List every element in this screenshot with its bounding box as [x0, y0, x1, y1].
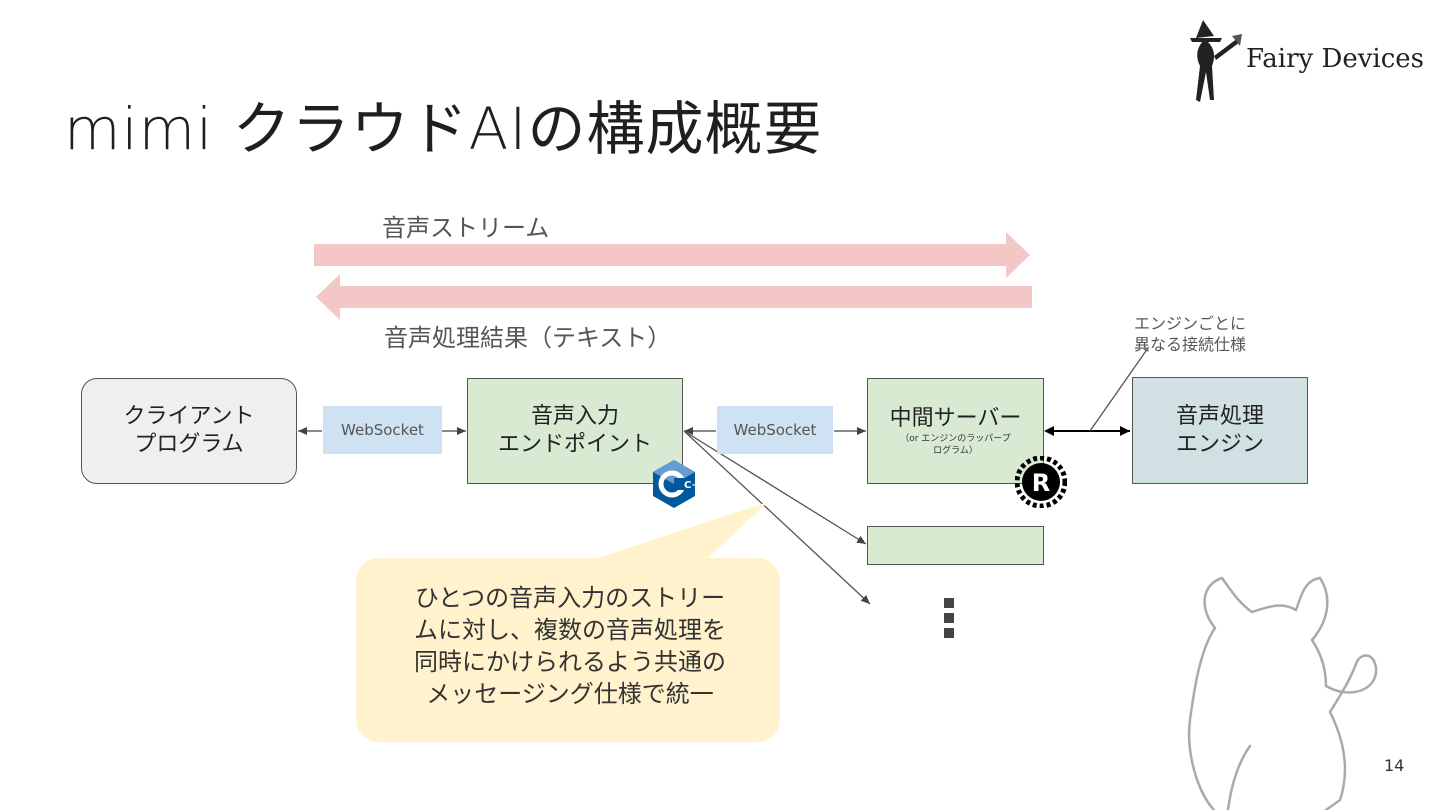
engine-box-line1: 音声処理: [1175, 403, 1264, 429]
callout-text: ひとつの音声入力のストリー ムに対し、複数の音声処理を 同時にかけられるよう共通…: [360, 582, 780, 710]
fanout-arrow-second: [683, 430, 867, 545]
backward-stream-arrow: [316, 274, 1032, 320]
additional-server-box: [867, 526, 1044, 565]
middle-box-sub1: （or エンジンのラッパープ: [900, 434, 1011, 444]
client-box-line1: クライアント: [123, 404, 255, 429]
client-program-box: クライアント プログラム: [81, 378, 297, 484]
more-servers-ellipsis: [944, 598, 954, 643]
callout-line2: ムに対し、複数の音声処理を: [414, 616, 726, 644]
engine-connection-note: エンジンごとに 異なる接続仕様: [1134, 313, 1246, 355]
slide-title: mimi クラウドAIの構成概要: [64, 95, 823, 163]
callout-bubble: [356, 502, 780, 742]
forward-stream-arrow: [314, 232, 1030, 278]
audio-processing-engine-box: 音声処理 エンジン: [1132, 377, 1308, 484]
endpoint-box-line1: 音声入力: [530, 404, 619, 429]
middle-box-line1: 中間サーバー: [889, 406, 1022, 431]
ellipsis-dot: [944, 598, 954, 608]
page-number: 14: [1384, 756, 1405, 775]
note-line2: 異なる接続仕様: [1134, 335, 1247, 354]
audio-input-endpoint-box: 音声入力 エンドポイント: [467, 378, 683, 484]
company-logo-text: Fairy Devices: [1246, 44, 1425, 74]
callout-line3: 同時にかけられるよう共通の: [414, 648, 726, 676]
ellipsis-dot: [944, 613, 954, 623]
forward-stream-label: 音声ストリーム: [382, 214, 550, 242]
callout-line4: メッセージング仕様で統一: [426, 680, 714, 708]
engine-box-line2: エンジン: [1175, 431, 1264, 457]
cat-outline-decoration: [1187, 576, 1378, 810]
websocket-label-left: WebSocket: [323, 406, 442, 454]
endpoint-box-line2: エンドポイント: [497, 432, 652, 457]
cat-leg-decoration: [1226, 744, 1252, 810]
client-box-line2: プログラム: [134, 432, 244, 457]
backward-stream-label: 音声処理結果（テキスト）: [384, 324, 672, 352]
cpp-logo-icon: C++: [653, 460, 698, 508]
middle-box-sub2: ログラム）: [933, 446, 978, 456]
note-pointer-line: [1089, 347, 1149, 432]
note-line1: エンジンごとに: [1134, 314, 1247, 333]
callout-line1: ひとつの音声入力のストリー: [414, 584, 726, 612]
ellipsis-dot: [944, 628, 954, 638]
middle-server-box: 中間サーバー （or エンジンのラッパープ ログラム）: [867, 378, 1044, 484]
websocket-label-right: WebSocket: [717, 406, 833, 454]
rust-icon-text: R: [1032, 469, 1050, 497]
fanout-arrow-more: [683, 430, 871, 605]
rust-logo-icon: R: [1015, 456, 1067, 508]
cpp-icon-text: C++: [684, 480, 698, 491]
fairy-witch-logo: [1190, 20, 1242, 102]
